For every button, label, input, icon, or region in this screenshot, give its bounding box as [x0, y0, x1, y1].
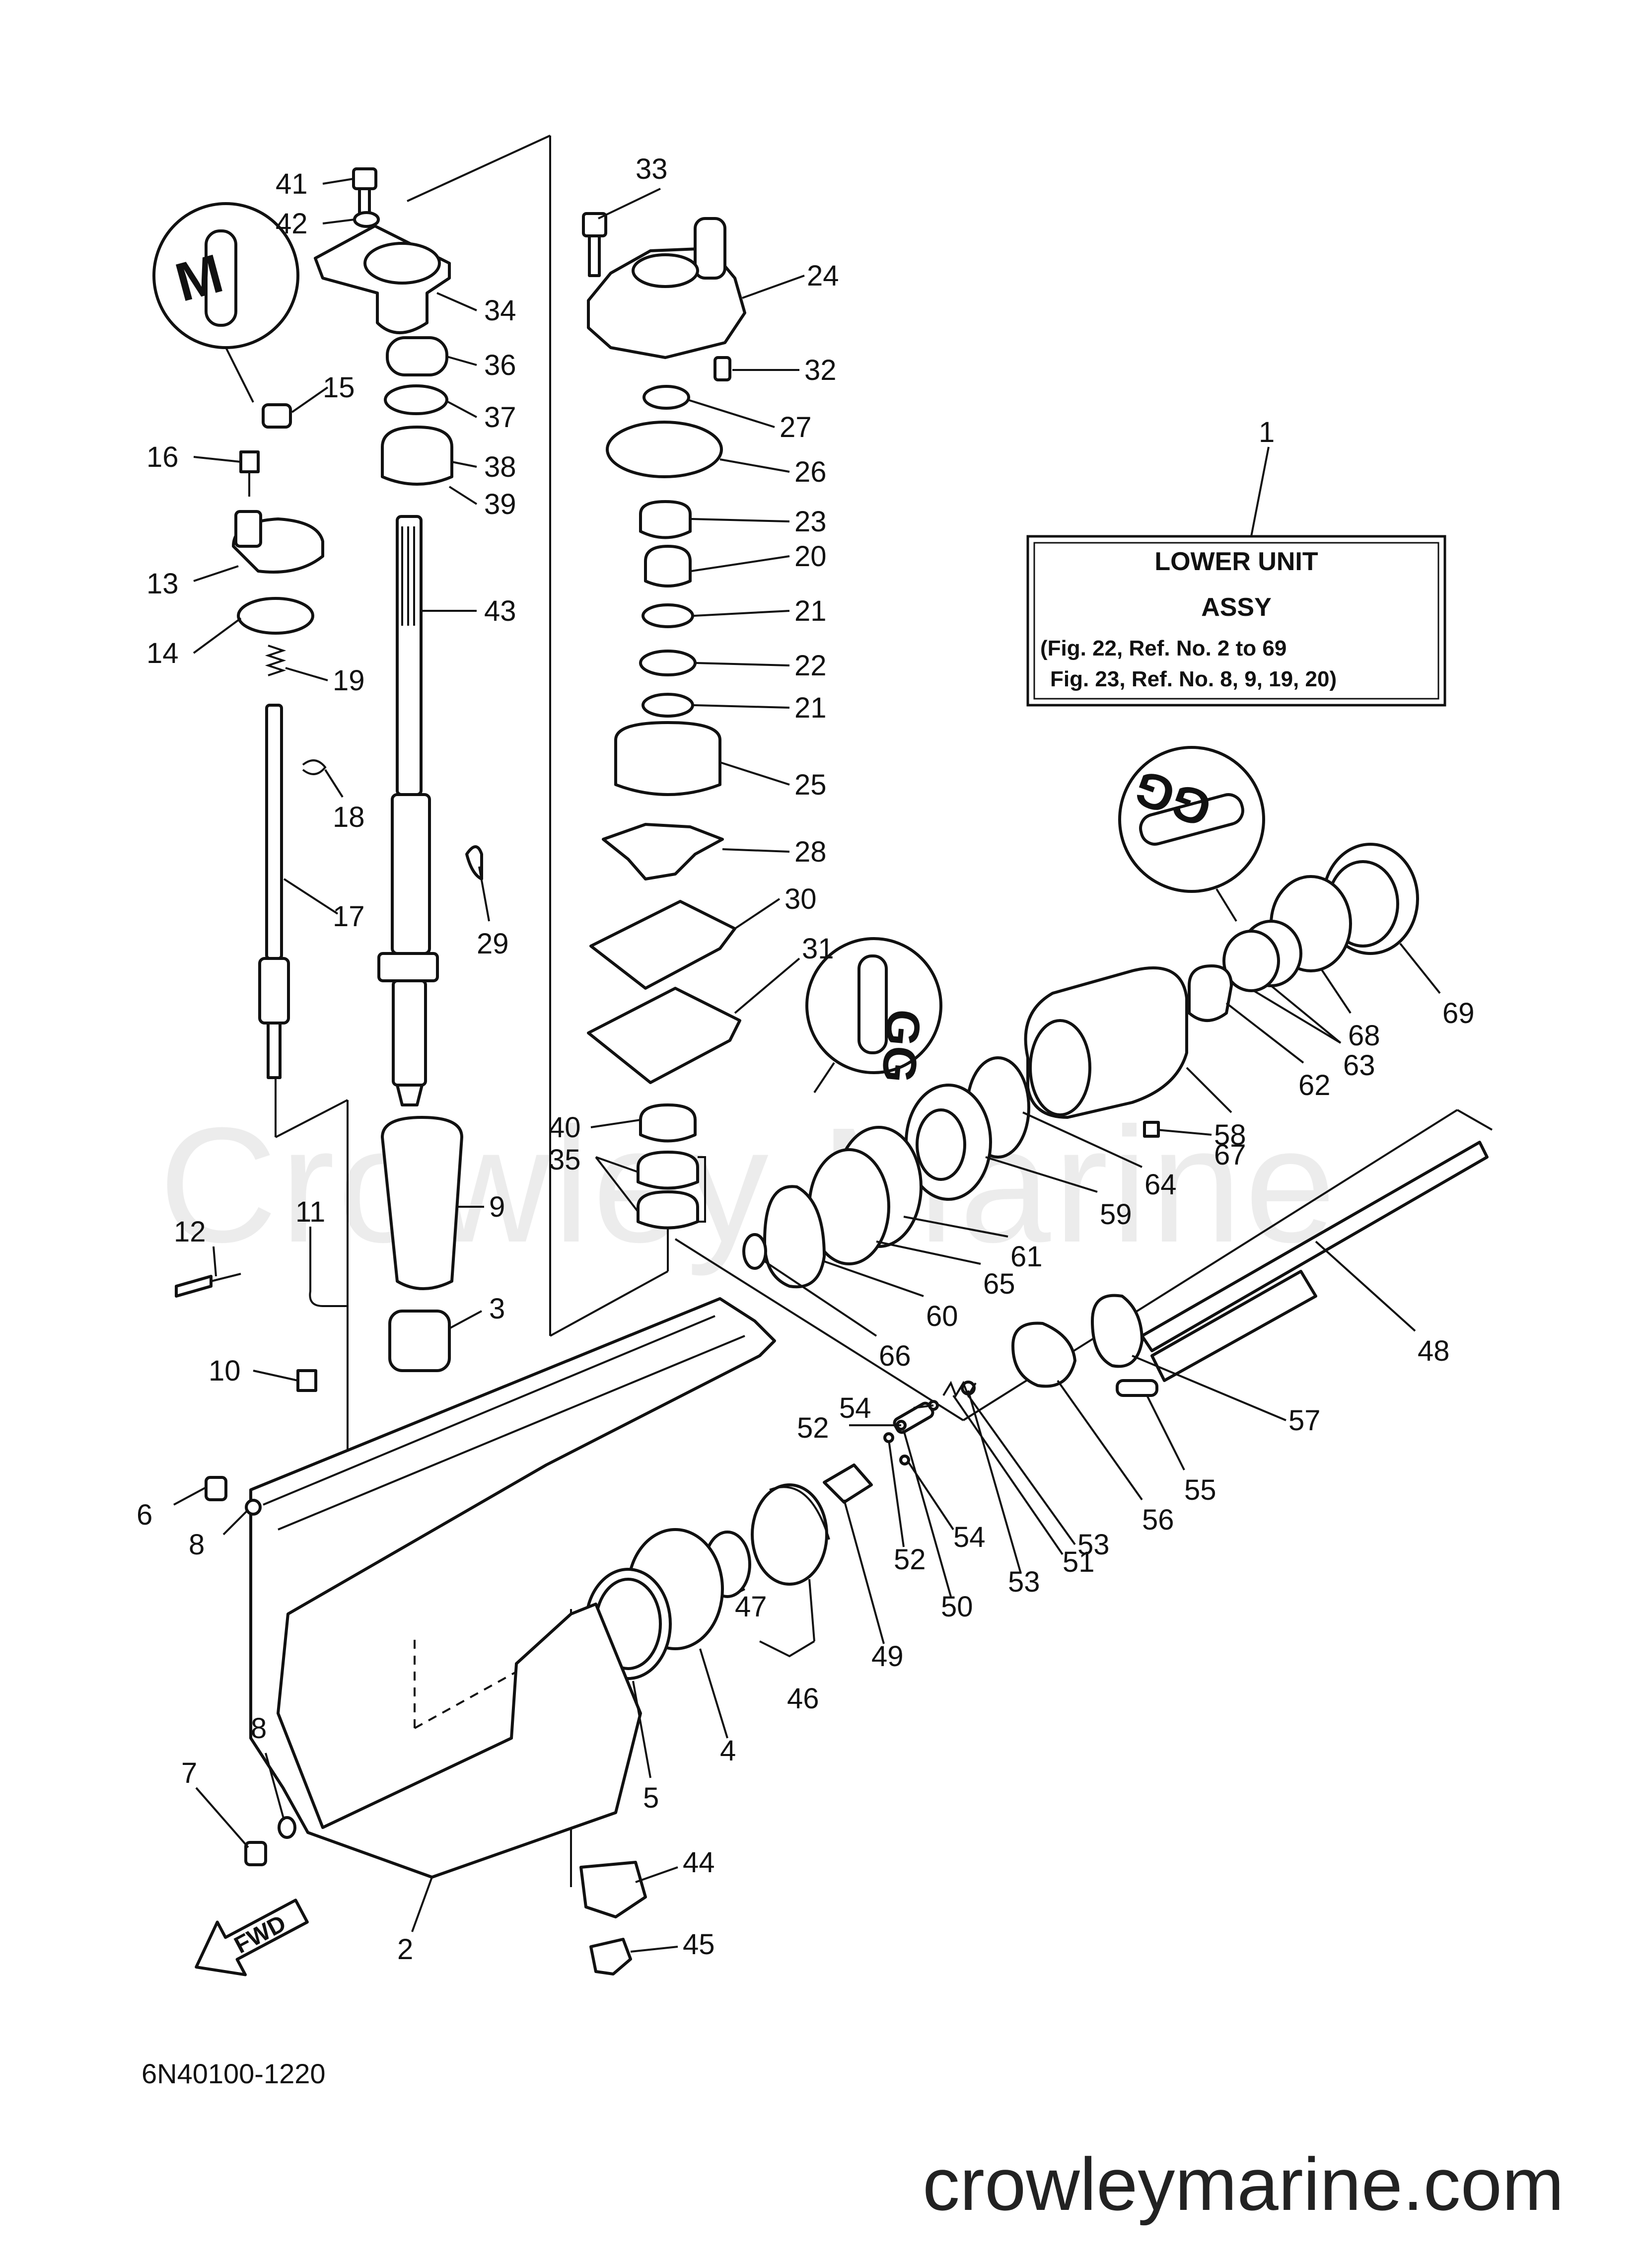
callout-50: 50 — [941, 1591, 973, 1623]
callout-22: 22 — [794, 650, 827, 682]
callout-61: 61 — [1010, 1241, 1043, 1273]
callout-7: 7 — [181, 1757, 197, 1789]
callout-59: 59 — [1100, 1198, 1132, 1231]
callout-51: 51 — [1063, 1546, 1095, 1578]
callout-13: 13 — [146, 568, 179, 600]
callout-54a: 54 — [839, 1392, 871, 1424]
callout-57: 57 — [1288, 1404, 1321, 1437]
info-box-title-line1: LOWER UNIT — [1154, 547, 1318, 576]
info-box: 1 LOWER UNIT ASSY (Fig. 22, Ref. No. 2 t… — [1026, 416, 1446, 707]
callout-4: 4 — [720, 1735, 736, 1767]
callout-34: 34 — [484, 294, 516, 327]
callout-31: 31 — [802, 933, 834, 965]
callout-30: 30 — [785, 883, 817, 915]
callout-20: 20 — [794, 540, 827, 573]
fwd-arrow-icon: FWD — [195, 1899, 309, 1976]
callout-55: 55 — [1184, 1474, 1216, 1506]
callout-32: 32 — [804, 354, 837, 386]
callout-25: 25 — [794, 769, 827, 801]
callout-29: 29 — [477, 928, 509, 960]
callout-58: 58 — [1214, 1119, 1246, 1151]
callout-2: 2 — [397, 1933, 413, 1966]
callout-45: 45 — [683, 1928, 715, 1961]
callout-12: 12 — [174, 1216, 206, 1248]
callout-49: 49 — [871, 1640, 904, 1673]
callout-numbers: 41 42 33 24 34 36 32 15 37 27 16 38 26 3… — [137, 153, 1475, 1966]
sealant-symbol-right-lower: GG — [871, 1007, 930, 1085]
callout-68: 68 — [1348, 1020, 1380, 1052]
callout-21b: 21 — [794, 692, 827, 724]
callout-28: 28 — [794, 836, 827, 868]
callout-46: 46 — [787, 1683, 819, 1715]
callout-40: 40 — [549, 1111, 581, 1144]
callout-10: 10 — [209, 1355, 241, 1387]
callout-37: 37 — [484, 401, 516, 434]
info-box-title-line2: ASSY — [1201, 593, 1272, 622]
callout-21a: 21 — [794, 595, 827, 627]
callout-15: 15 — [323, 371, 355, 404]
callout-36: 36 — [484, 349, 516, 381]
shift-rod-group: M — [152, 202, 327, 1079]
callout-63: 63 — [1343, 1049, 1375, 1082]
callout-66: 66 — [879, 1340, 911, 1372]
callout-48: 48 — [1418, 1335, 1450, 1367]
callout-3: 3 — [489, 1293, 505, 1325]
callout-35: 35 — [549, 1144, 581, 1176]
callout-33: 33 — [636, 153, 668, 185]
callout-8b: 8 — [251, 1712, 267, 1745]
callout-23: 23 — [794, 506, 827, 538]
callout-52b: 52 — [894, 1543, 926, 1576]
callout-44: 44 — [683, 1846, 715, 1879]
callout-60: 60 — [926, 1300, 958, 1332]
info-box-ref-line2: Fig. 23, Ref. No. 8, 9, 19, 20) — [1050, 667, 1337, 691]
callout-53a: 53 — [1077, 1529, 1110, 1561]
callout-11: 11 — [295, 1196, 325, 1228]
callout-39: 39 — [484, 488, 516, 520]
callout-9: 9 — [489, 1191, 505, 1223]
callout-62: 62 — [1298, 1069, 1331, 1101]
callout-38: 38 — [484, 451, 516, 483]
leader-lines — [173, 178, 1441, 1953]
callout-8a: 8 — [189, 1529, 205, 1561]
callout-14: 14 — [146, 637, 179, 669]
callout-5: 5 — [643, 1782, 659, 1814]
callout-41: 41 — [276, 168, 308, 200]
footer-site-link[interactable]: crowleymarine.com — [923, 2142, 1564, 2226]
callout-27: 27 — [780, 411, 812, 443]
callout-53b: 53 — [1008, 1566, 1040, 1598]
callout-42: 42 — [276, 208, 308, 240]
diagram-code: 6N40100-1220 — [142, 2058, 326, 2089]
callout-67: 67 — [1214, 1139, 1246, 1171]
callout-56: 56 — [1142, 1504, 1174, 1536]
callout-17: 17 — [333, 900, 365, 933]
water-pump-group — [582, 212, 746, 1230]
callout-69: 69 — [1442, 997, 1475, 1029]
callout-6: 6 — [137, 1499, 152, 1531]
callout-65: 65 — [983, 1268, 1015, 1300]
drive-shaft-group — [314, 167, 483, 1372]
callout-26: 26 — [794, 456, 827, 488]
callout-64: 64 — [1144, 1169, 1177, 1201]
callout-16: 16 — [146, 441, 179, 473]
lower-case-group — [175, 1261, 776, 1879]
callout-18: 18 — [333, 801, 365, 833]
info-box-ref-line1: (Fig. 22, Ref. No. 2 to 69 — [1040, 636, 1286, 660]
callout-19: 19 — [333, 664, 365, 697]
info-box-ref-number: 1 — [1259, 416, 1275, 448]
callout-52a: 52 — [797, 1412, 829, 1444]
propeller-shaft-group: GG GG — [579, 746, 1489, 1975]
callout-54b: 54 — [953, 1521, 986, 1553]
callout-43: 43 — [484, 595, 516, 627]
callout-24: 24 — [807, 260, 839, 292]
callout-47: 47 — [735, 1591, 767, 1623]
